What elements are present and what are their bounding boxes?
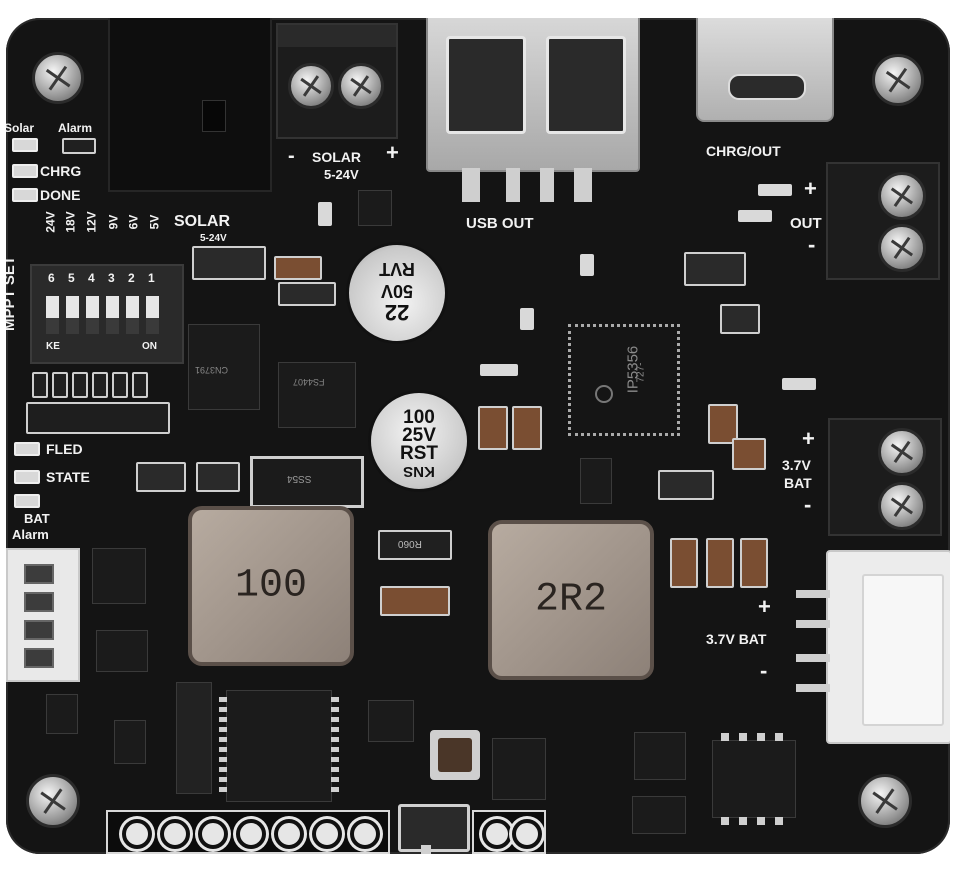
inductor-2r2: 2R2 <box>488 520 654 680</box>
out-plus: + <box>804 176 817 201</box>
solar-dip-label: SOLAR <box>174 213 230 230</box>
ic-mosfet: FS4407 <box>278 362 356 428</box>
solar-terminal-range: 5-24V <box>324 167 359 182</box>
state-led <box>14 470 40 484</box>
done-led-label: DONE <box>40 187 81 203</box>
chrg-led <box>12 164 38 178</box>
solar-terminal-label: SOLAR <box>312 149 361 165</box>
bat-terminal-label: BAT <box>784 475 812 491</box>
bat-connector-plus: + <box>758 594 771 619</box>
chrg-out-label: CHRG/OUT <box>706 143 781 159</box>
mppt-set-label: MPPT SET <box>6 255 19 332</box>
solar-led <box>12 138 38 152</box>
pcb-board: - SOLAR + 5-24V USB OUT CHRG/OUT + OUT -… <box>6 18 950 854</box>
out-minus: - <box>808 232 816 257</box>
solar-screw-terminal[interactable] <box>276 23 398 139</box>
ic-bottom-right <box>712 733 796 825</box>
pin-header-2[interactable] <box>472 810 546 854</box>
solar-dip-range: 5-24V <box>200 233 227 244</box>
out-label: OUT <box>790 215 822 232</box>
mounting-screw-top-right <box>872 54 924 106</box>
bat-terminal-plus: + <box>802 426 815 451</box>
ic-solar-controller: CN3791 <box>188 324 260 410</box>
pin-header-7[interactable] <box>106 810 390 854</box>
state-label: STATE <box>46 469 90 485</box>
bat-terminal-minus: - <box>804 492 812 517</box>
shunt-resistor-r060: R060 <box>378 530 452 560</box>
battery-jst-connector[interactable] <box>826 550 950 744</box>
ic-ip5356: IP5356 727- <box>568 324 680 436</box>
done-led <box>12 188 38 202</box>
fled-led <box>14 442 40 456</box>
bat-alarm-label-2: Alarm <box>12 527 49 542</box>
dc-barrel-jack[interactable] <box>108 18 272 192</box>
bat-alarm-led <box>14 494 40 508</box>
mounting-screw-bottom-right <box>858 774 912 828</box>
usb-c-port[interactable] <box>696 18 834 122</box>
bat-connector-label: 3.7V BAT <box>706 631 767 647</box>
slide-switch[interactable] <box>398 804 470 854</box>
alarm-led-label: Alarm <box>58 121 93 135</box>
bat-connector-minus: - <box>760 658 768 683</box>
capacitor-100uf: 100 25V RST KNS <box>368 390 470 492</box>
battery-level-led-bar <box>6 548 80 682</box>
inductor-100: 100 <box>188 506 354 666</box>
solar-led-label: Solar <box>6 121 35 135</box>
capacitor-22uf: 22 50V RVT <box>346 242 448 344</box>
bat-alarm-label-1: BAT <box>24 511 50 526</box>
fled-label: FLED <box>46 441 83 457</box>
bat-screw-terminal[interactable] <box>828 418 942 536</box>
usb-out-label: USB OUT <box>466 215 534 232</box>
tactile-button[interactable] <box>430 730 480 780</box>
mounting-screw-bottom-left <box>26 774 80 828</box>
chrg-led-label: CHRG <box>40 163 82 179</box>
diode-ss54: SS54 <box>250 456 364 508</box>
usb-a-port[interactable] <box>426 18 640 172</box>
out-screw-terminal[interactable] <box>826 162 940 280</box>
mppt-voltage-labels: 24V 18V 12V 9V 6V 5V <box>43 211 162 233</box>
solar-terminal-minus: - <box>288 145 295 167</box>
solar-terminal-plus: + <box>386 140 399 165</box>
mounting-screw-top-left <box>32 52 84 104</box>
mppt-dip-switch[interactable]: 6 5 4 3 2 1 KE ON <box>30 264 184 364</box>
bat-terminal-voltage: 3.7V <box>782 457 811 473</box>
